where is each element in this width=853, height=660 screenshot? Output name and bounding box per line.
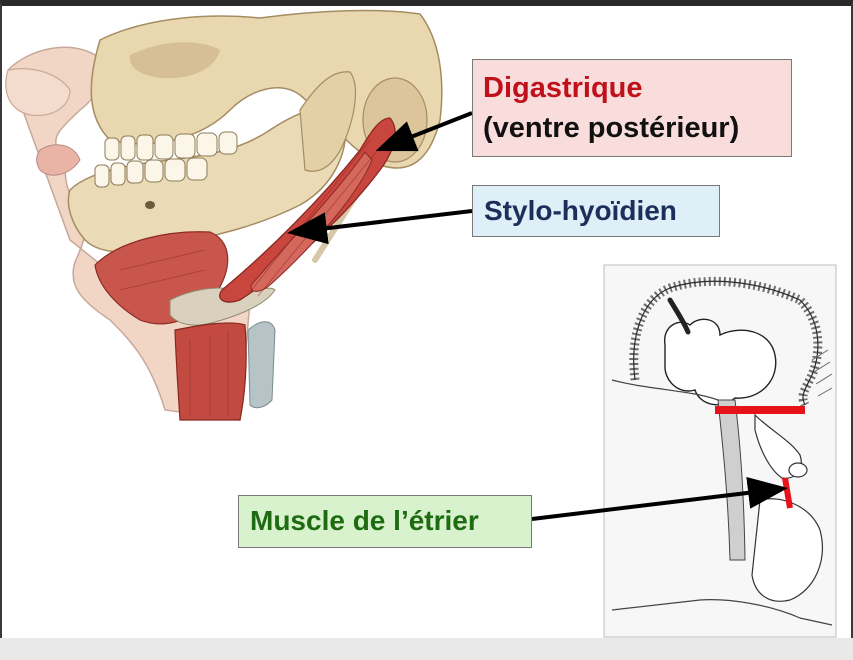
orbit-shading bbox=[129, 42, 220, 79]
hyoid-tendon bbox=[169, 287, 276, 326]
muscle-etrier-label: Muscle de l’étrier bbox=[238, 495, 532, 548]
skull-jaw-illustration bbox=[5, 9, 443, 421]
malleus-head bbox=[667, 297, 691, 335]
larynx-shape bbox=[247, 321, 276, 409]
lips-shape bbox=[36, 144, 81, 176]
muscle-etrier-arrow bbox=[531, 476, 788, 521]
mandible-ramus bbox=[299, 71, 356, 172]
tympanic-cavity-outline bbox=[633, 280, 819, 406]
mental-foramen bbox=[145, 201, 155, 209]
hatched-edge bbox=[811, 349, 833, 397]
infrahyoid-muscles bbox=[174, 322, 247, 421]
lower-teeth bbox=[94, 157, 208, 188]
ear-schematic bbox=[603, 264, 837, 638]
bottom-contour bbox=[611, 599, 833, 626]
ossicles bbox=[664, 318, 777, 406]
digastrique-subtitle: (ventre postérieur) bbox=[483, 112, 740, 144]
digastrique-label: Digastrique (ventre postérieur) bbox=[472, 59, 792, 157]
ear-canal bbox=[717, 399, 746, 561]
digastrique-title: Digastrique bbox=[483, 72, 643, 104]
nose-shape bbox=[5, 68, 71, 117]
stylo-hyoidien-arrow bbox=[287, 209, 473, 245]
stylo-hyoidien-label: Stylo-hyoïdien bbox=[472, 185, 720, 237]
lower-cavity bbox=[751, 498, 823, 602]
digastrique-arrow bbox=[375, 111, 473, 152]
upper-teeth bbox=[104, 131, 238, 161]
left-contour bbox=[611, 379, 719, 401]
stapes-footplate bbox=[788, 462, 808, 478]
bottom-strip bbox=[0, 638, 853, 660]
